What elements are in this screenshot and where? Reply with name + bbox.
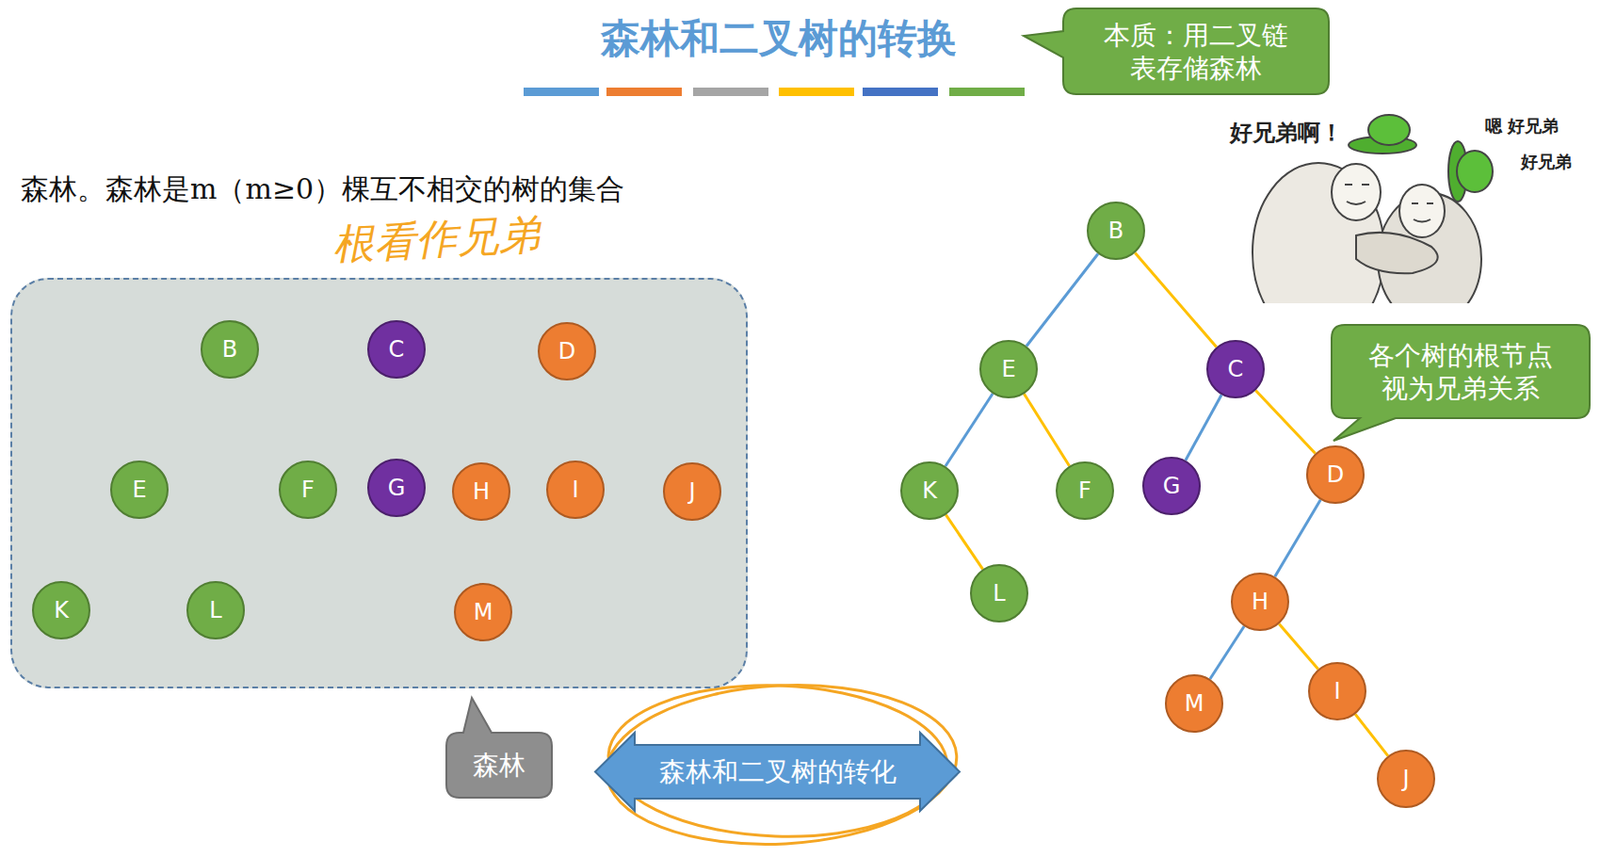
title: 森林和二叉树的转换 <box>0 15 1558 63</box>
tree-node: E <box>979 339 1038 399</box>
tree-edge <box>945 393 993 467</box>
tree-node: F <box>278 460 338 519</box>
tree-node: I <box>546 460 605 519</box>
tree-node: D <box>1306 445 1365 504</box>
callout-text: 各个树的根节点 视为兄弟关系 <box>1360 339 1561 405</box>
node-letter: M <box>473 597 494 627</box>
node-letter: G <box>387 473 406 502</box>
node-letter: I <box>571 475 579 504</box>
callout-text: 森林和二叉树的转化 <box>659 755 897 789</box>
tree-node: D <box>537 322 597 381</box>
meme-face-lines <box>1344 184 1370 205</box>
meme-text: 嗯 好兄弟 <box>1485 116 1559 136</box>
tree-edge <box>1134 252 1216 347</box>
meme-face <box>1331 163 1381 221</box>
callout: 各个树的根节点 视为兄弟关系 <box>1331 324 1590 419</box>
node-letter: D <box>558 337 576 366</box>
title-bars <box>523 87 1025 97</box>
node-letter: C <box>388 335 405 364</box>
node-letter: F <box>1078 476 1092 505</box>
tree-node: H <box>452 462 511 521</box>
green-hat <box>1456 150 1493 193</box>
color-bar <box>862 87 938 97</box>
double-arrow: 森林和二叉树的转化 <box>595 732 960 811</box>
callout-outline <box>1331 324 1590 441</box>
node-letter: E <box>131 475 146 504</box>
arrow-outline <box>595 732 960 811</box>
callout-outline <box>1023 8 1329 95</box>
node-letter: L <box>209 596 222 625</box>
tree-edge <box>1185 394 1222 461</box>
tree-node: K <box>900 461 959 520</box>
node-letter: E <box>1001 355 1016 384</box>
tree-edge <box>1026 253 1099 346</box>
tree-node: L <box>186 581 245 640</box>
color-bar <box>778 87 855 97</box>
tree-node: J <box>662 462 722 521</box>
tree-node: L <box>969 564 1029 623</box>
meme-text: 好兄弟 <box>1520 152 1572 172</box>
tree-edge <box>1210 626 1245 679</box>
tree-node: E <box>110 460 169 519</box>
callout-outline <box>446 697 552 798</box>
tree-node: M <box>453 582 513 642</box>
node-letter: G <box>1163 471 1181 501</box>
tree-node: H <box>1230 572 1290 631</box>
node-letter: B <box>222 335 238 364</box>
color-bar <box>606 87 682 97</box>
node-letter: K <box>921 476 938 505</box>
node-letter: H <box>1251 587 1269 616</box>
tree-node: K <box>32 581 91 640</box>
tree-edge <box>1023 393 1069 466</box>
callout-shape <box>1331 324 1590 419</box>
node-letter: J <box>1402 764 1409 793</box>
node-letter: B <box>1108 216 1124 245</box>
tree-node: G <box>1142 456 1201 516</box>
color-bar <box>693 87 769 97</box>
tree-node: F <box>1055 461 1115 520</box>
tree-node: I <box>1308 662 1367 721</box>
callout: 森林 <box>446 732 552 798</box>
meme-arm <box>1356 232 1439 274</box>
node-letter: F <box>301 475 315 504</box>
tree-node: B <box>1086 201 1146 260</box>
node-letter: M <box>1184 689 1205 718</box>
node-letter: H <box>472 477 490 506</box>
color-bar <box>523 87 599 97</box>
node-letter: I <box>1333 677 1341 706</box>
tree-node: B <box>200 320 259 379</box>
node-letter: C <box>1228 355 1245 384</box>
tree-node: J <box>1376 749 1436 809</box>
green-hat <box>1368 114 1410 146</box>
node-letter: D <box>1326 460 1344 489</box>
tree-edge <box>1255 390 1315 454</box>
color-bar <box>949 87 1025 97</box>
tree-node: C <box>1206 339 1265 399</box>
callout-text: 本质：用二叉链 表存储森林 <box>1096 18 1296 85</box>
node-letter: J <box>688 477 695 506</box>
meme-text: 好兄弟啊！ <box>1229 120 1343 146</box>
tree-node: C <box>367 320 426 379</box>
meme-face <box>1399 184 1445 238</box>
tree-edge <box>1278 623 1318 669</box>
tree-edge <box>945 515 983 570</box>
definition-text: 森林。森林是m（m≥0）棵互不相交的树的集合 <box>20 173 625 205</box>
tree-node: G <box>367 458 426 518</box>
meme-face-lines <box>1411 203 1434 223</box>
node-letter: K <box>53 596 69 625</box>
forest-region: B C D E F G H I J K L M <box>10 277 748 689</box>
callout: 本质：用二叉链 表存储森林 <box>1063 8 1329 95</box>
callout-text: 森林 <box>472 748 526 782</box>
handwritten-note: 根看作兄弟 <box>331 210 541 268</box>
node-letter: L <box>992 579 1005 608</box>
tree-node: M <box>1164 674 1224 733</box>
tree-edge <box>1355 713 1389 756</box>
tree-edge <box>1275 500 1321 578</box>
